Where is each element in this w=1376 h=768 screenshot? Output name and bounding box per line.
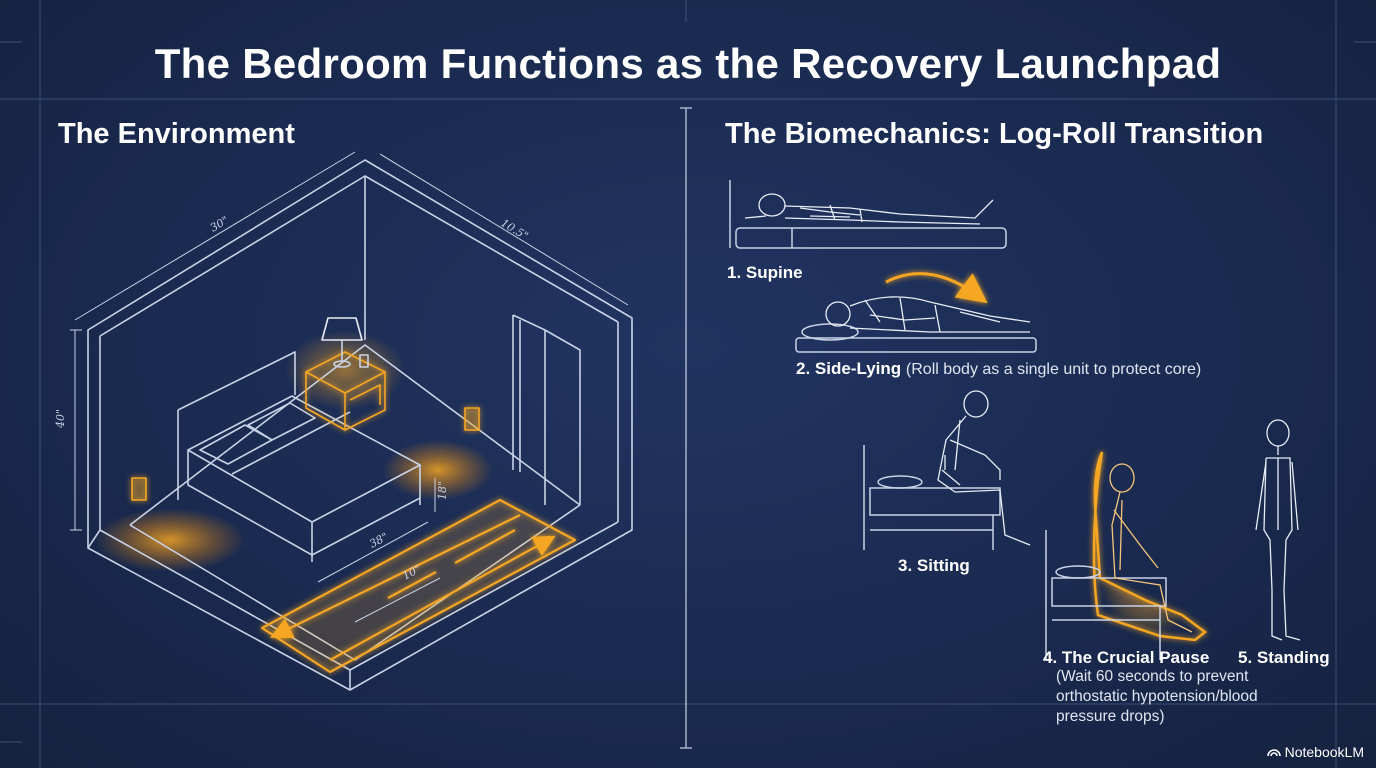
center-divider: [680, 107, 692, 749]
step4-pause-figure: [1045, 451, 1208, 660]
dim-bed-width: 38": [367, 530, 390, 550]
dim-bed-height: 18": [436, 481, 449, 500]
dim-left: 40": [54, 409, 67, 429]
step1-supine-figure: [729, 180, 1007, 249]
step3-label: 3. Sitting: [898, 556, 970, 575]
step4-note-line: (Wait 60 seconds to prevent: [1056, 668, 1249, 685]
brand-watermark: NotebookLM: [1266, 744, 1364, 760]
page-title: The Bedroom Functions as the Recovery La…: [154, 40, 1222, 87]
step2-side-lying-figure: [795, 272, 1037, 353]
step4-note-line: pressure drops): [1056, 708, 1165, 725]
step2-label: 2. Side-Lying: [796, 359, 902, 378]
step4-note-line: orthostatic hypotension/blood: [1056, 688, 1258, 705]
step4-note: (Wait 60 seconds to prevent orthostatic …: [1056, 667, 1258, 727]
environment-heading: The Environment: [58, 118, 295, 150]
notebooklm-icon: [1266, 749, 1281, 757]
step2-note: (Roll body as a single unit to protect c…: [905, 361, 1202, 378]
step3-sitting-figure: [863, 390, 1031, 550]
step1-label: 1. Supine: [727, 263, 803, 282]
step4-label: 4. The Crucial Pause: [1043, 648, 1210, 667]
isometric-room: 30" 10.5" 40" 38" 18" 10": [54, 151, 633, 691]
step5-standing-figure: [1255, 419, 1301, 641]
brand-label: NotebookLM: [1284, 744, 1364, 760]
step5-label: 5. Standing: [1238, 648, 1330, 667]
biomechanics-heading: The Biomechanics: Log-Roll Transition: [725, 118, 1264, 150]
step2-label-row: 2. Side-Lying (Roll body as a single uni…: [796, 359, 1201, 379]
dim-top-left: 30": [208, 214, 231, 235]
dim-top-right: 10.5": [498, 216, 530, 242]
